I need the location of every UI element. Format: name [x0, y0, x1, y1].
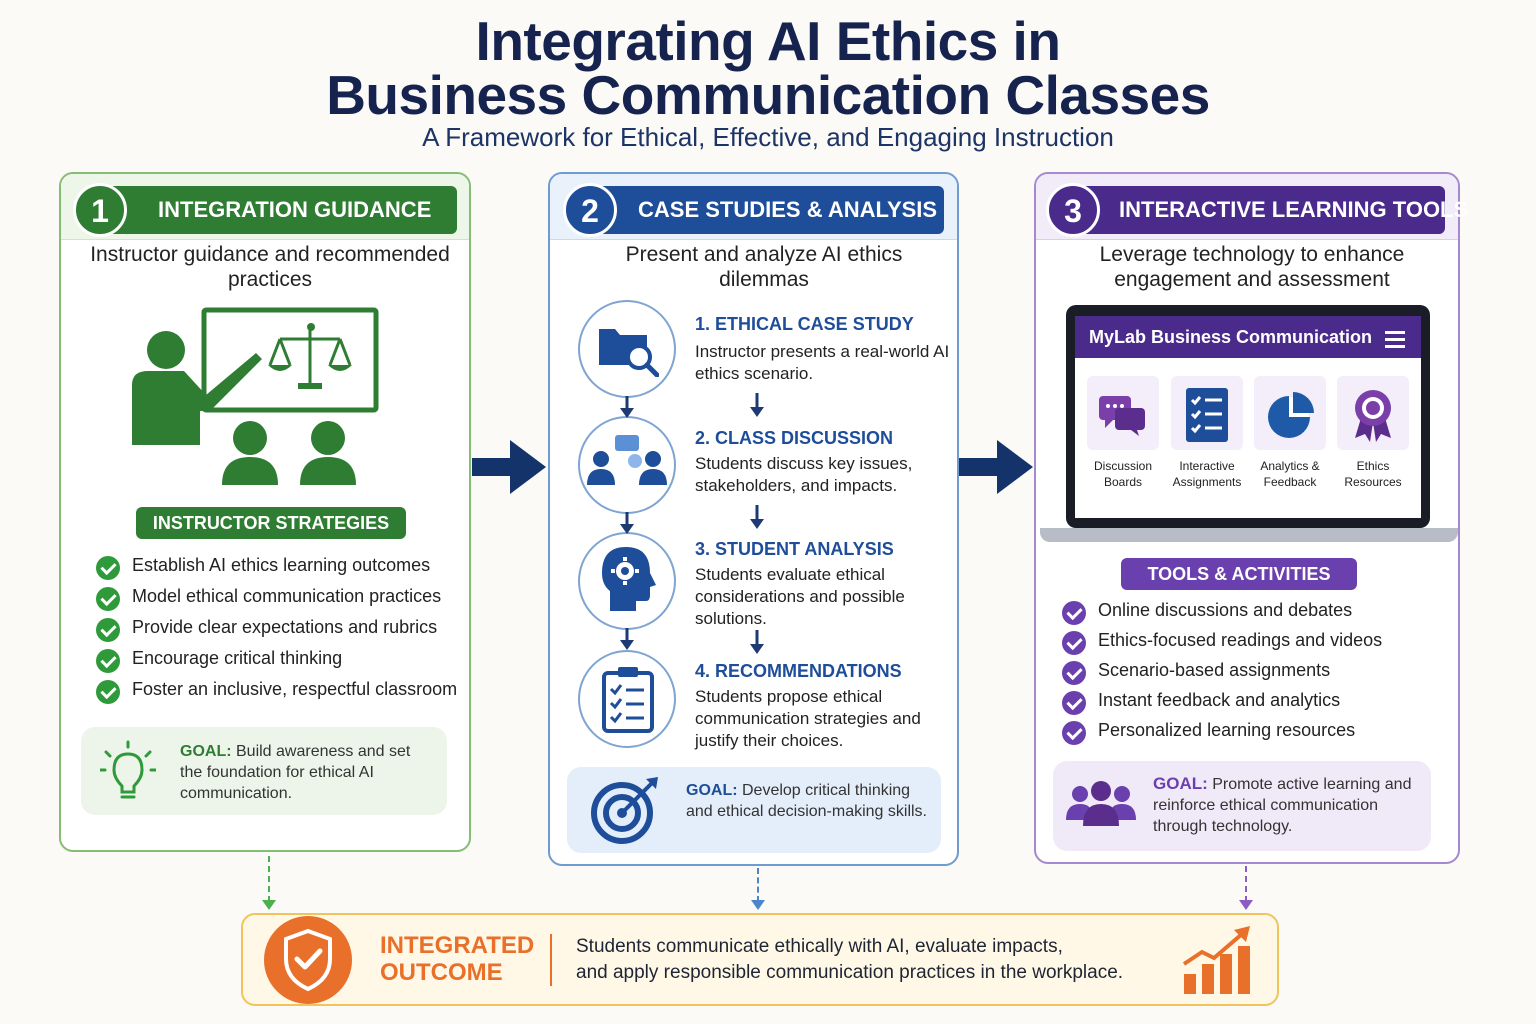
lightbulb-icon	[100, 740, 156, 799]
outcome-text: Students communicate ethically with AI, …	[576, 936, 1124, 983]
arrow-down-icon	[750, 630, 764, 654]
strategies-list: Establish AI ethics learning outcomes Mo…	[96, 555, 457, 704]
goal-label: GOAL:	[686, 782, 738, 799]
check-icon	[96, 556, 120, 580]
goal-label: GOAL:	[180, 743, 232, 760]
step-title: 4. RECOMMENDATIONS	[695, 661, 902, 681]
list-item: Ethics-focused readings and videos	[1062, 630, 1382, 655]
panel2-intro: Present and analyze AI ethics dilemmas	[625, 243, 903, 291]
growth-chart-icon	[1182, 926, 1250, 994]
teacher-with-scales-icon	[132, 307, 379, 485]
goal-text: Promote active learning and reinforce et…	[1153, 776, 1412, 835]
page-subtitle: A Framework for Ethical, Effective, and …	[422, 122, 1114, 152]
arrow-down-icon	[620, 628, 634, 650]
panel3-goal-text: GOAL: Promote active learning and reinfo…	[1153, 773, 1423, 837]
list-item: Online discussions and debates	[1062, 600, 1382, 625]
list-item: Personalized learning resources	[1062, 720, 1382, 745]
check-icon	[96, 587, 120, 611]
step-title: 3. STUDENT ANALYSIS	[695, 539, 894, 559]
step-title: 2. CLASS DISCUSSION	[695, 428, 894, 448]
step-icon-circle	[578, 416, 676, 514]
chat-bubbles-icon	[1099, 396, 1145, 436]
arrow-down-icon	[750, 505, 764, 529]
arrow-right-icon	[959, 440, 1033, 494]
instructor-strategies-label: INSTRUCTOR STRATEGIES	[136, 507, 406, 539]
panel2-number-badge: 2	[563, 183, 617, 237]
list-item: Provide clear expectations and rubrics	[96, 617, 457, 642]
panel1-heading: INTEGRATION GUIDANCE	[98, 186, 457, 234]
outcome-divider	[550, 934, 552, 986]
app-title: MyLab Business Communication	[1089, 327, 1373, 347]
list-item: Model ethical communication practices	[96, 586, 457, 611]
list-item: Scenario-based assignments	[1062, 660, 1382, 685]
goal-text: Develop critical thinking and ethical de…	[686, 782, 927, 820]
list-item: Foster an inclusive, respectful classroo…	[96, 679, 457, 704]
arrow-down-icon	[750, 393, 764, 417]
arrow-right-icon	[472, 440, 546, 494]
check-icon	[96, 649, 120, 673]
outcome-label: INTEGRATED OUTCOME	[380, 932, 535, 986]
step-text: Students propose ethical communication s…	[695, 687, 921, 750]
step-text: Students evaluate ethical considerations…	[695, 565, 905, 628]
panel1-number-badge: 1	[73, 183, 127, 237]
step-title: 1. ETHICAL CASE STUDY	[695, 314, 914, 334]
shield-check-icon	[264, 916, 352, 1004]
folder-search-icon	[599, 329, 659, 377]
tools-activities-label: TOOLS & ACTIVITIES	[1121, 558, 1357, 590]
discussion-icon	[587, 435, 667, 485]
target-icon	[591, 777, 658, 844]
connector-line	[757, 868, 759, 902]
arrow-down-icon	[620, 396, 634, 418]
check-icon	[1062, 631, 1086, 655]
step-text: Students discuss key issues, stakeholder…	[695, 454, 913, 495]
connector-arrowhead	[1239, 900, 1253, 910]
clipboard-checklist-icon	[602, 667, 654, 733]
laptop-base	[1040, 528, 1458, 542]
checklist-icon	[1186, 388, 1228, 442]
goal-text: Build awareness and set the foundation f…	[180, 743, 411, 802]
integrated-outcome-banner	[241, 913, 1279, 1006]
arrow-down-icon	[620, 512, 634, 534]
award-ribbon-icon	[1355, 390, 1391, 442]
list-item: Establish AI ethics learning outcomes	[96, 555, 457, 580]
check-icon	[1062, 601, 1086, 625]
connector-arrowhead	[751, 900, 765, 910]
goal-label: GOAL:	[1153, 774, 1208, 793]
panel3-number-badge: 3	[1046, 183, 1100, 237]
group-users-icon	[1066, 781, 1136, 826]
activities-list: Online discussions and debates Ethics-fo…	[1062, 600, 1382, 745]
pie-chart-icon	[1268, 392, 1314, 438]
panel3-heading: INTERACTIVE LEARNING TOOLS	[1075, 186, 1468, 234]
list-item: Instant feedback and analytics	[1062, 690, 1382, 715]
check-icon	[96, 680, 120, 704]
panel1-goal-text: GOAL: Build awareness and set the founda…	[180, 741, 430, 804]
tool-label: Analytics &Feedback	[1260, 459, 1320, 489]
check-icon	[96, 618, 120, 642]
page-title: Integrating AI Ethics in Business Commun…	[0, 10, 1536, 126]
connector-arrowhead	[262, 900, 276, 910]
head-gear-icon	[602, 547, 656, 611]
check-icon	[1062, 661, 1086, 685]
panel2-goal-text: GOAL: Develop critical thinking and ethi…	[686, 780, 936, 822]
check-icon	[1062, 691, 1086, 715]
panel3-intro: Leverage technology to enhance engagemen…	[1099, 243, 1405, 291]
step-text: Instructor presents a real-world AI ethi…	[695, 342, 950, 383]
list-item: Encourage critical thinking	[96, 648, 457, 673]
title-line-1: Integrating AI Ethics in	[475, 10, 1061, 72]
step-icon-circle	[578, 650, 676, 748]
title-line-2: Business Communication Classes	[326, 64, 1210, 126]
connector-line	[268, 856, 270, 902]
check-icon	[1062, 721, 1086, 745]
connector-line	[1245, 866, 1247, 902]
hamburger-menu-icon[interactable]	[1385, 330, 1407, 348]
app-title-bar: MyLab Business Communication	[1075, 316, 1421, 358]
panel1-intro: Instructor guidance and recommended prac…	[90, 243, 450, 291]
panel2-heading: CASE STUDIES & ANALYSIS	[588, 186, 944, 234]
